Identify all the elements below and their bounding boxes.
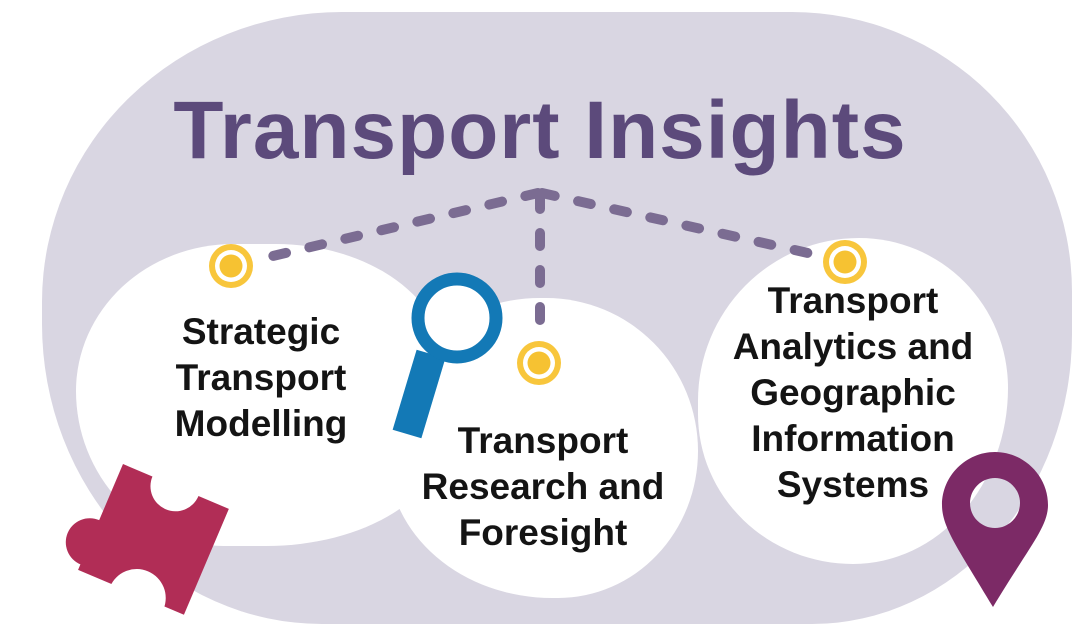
bubble-label-transport-research-and-foresight: Transport Research and Foresight: [421, 420, 665, 553]
location-pin-icon: [942, 452, 1048, 607]
connector-right: [537, 188, 835, 263]
bubble-transport-analytics-gis: Transport Analytics and Geographic Infor…: [698, 238, 1008, 564]
connector-dot-middle-icon: [517, 341, 561, 385]
bubble-label-transport-analytics-gis: Transport Analytics and Geographic Infor…: [732, 280, 974, 505]
puzzle-piece-icon: [40, 425, 302, 635]
connector-dot-left-icon: [209, 244, 253, 288]
connector-dot-right-icon: [823, 240, 867, 284]
bubble-label-strategic-transport-modelling: Strategic Transport Modelling: [174, 311, 348, 444]
magnifier-icon: [392, 272, 503, 439]
page-title: Transport Insights: [173, 85, 907, 176]
connector-lines: [251, 188, 835, 341]
connector-left: [251, 188, 543, 265]
bubble-strategic-transport-modelling: Strategic Transport Modelling: [76, 244, 446, 546]
